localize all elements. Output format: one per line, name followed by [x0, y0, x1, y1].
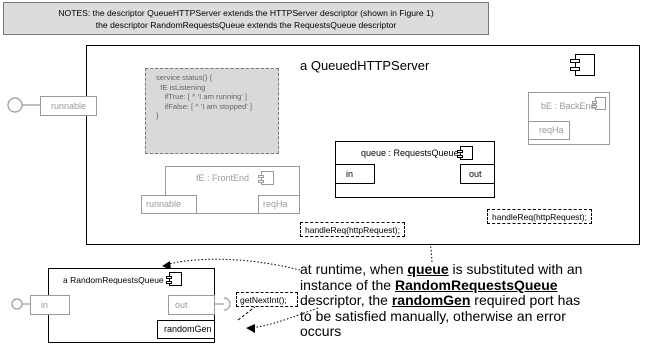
notes-box: NOTES: the descriptor QueueHTTPServer ex… [3, 2, 489, 35]
annotation-arrow-random [164, 258, 301, 271]
queue-out-port[interactable]: out [460, 164, 495, 184]
requests-queue-icon [457, 146, 473, 160]
code-line: fE isListening [156, 82, 206, 92]
annotation-line-5: occurs [300, 323, 342, 339]
annotation-arrowhead-randomgen [246, 324, 255, 333]
annotation-line-2: instance of the RandomRequestsQueue [300, 276, 558, 293]
randomgen-highlight: randomGen [391, 292, 471, 308]
queue-out-label: out [469, 169, 482, 179]
code-line: ifFalse: [ ^ 'I am stopped' ] [156, 101, 252, 111]
code-line: ifTrue: [ ^ 'I am running' ] [156, 92, 248, 102]
annotation-line-3: descriptor, the randomGen required port … [300, 292, 581, 308]
random-gen-port[interactable]: randomGen [157, 320, 215, 339]
get-next-int-label: getNextInt(); [240, 295, 287, 305]
random-requests-queue-label: a RandomRequestsQueue [63, 275, 164, 285]
rrq-highlight: RandomRequestsQueue [394, 276, 558, 293]
notes-line-2: the descriptor RandomRequestsQueue exten… [95, 20, 397, 30]
annotation-arrow-randomgen [249, 307, 319, 329]
backend-reqha-label: reqHa [539, 125, 564, 135]
runnable-port-outer-label: runnable [50, 101, 87, 111]
annotation-arrowhead-random [162, 261, 171, 270]
code-line: service status() { [156, 73, 213, 82]
random-out-label: out [175, 300, 188, 310]
runtime-annotation: at runtime, when queue is substituted wi… [300, 261, 650, 340]
frontend-component-icon [258, 171, 274, 185]
queue-in-label: in [346, 169, 354, 179]
annotation-line-4: to be satisfied manually, otherwise an e… [300, 307, 566, 324]
runnable-port-inner-label: runnable [146, 199, 182, 209]
runnable-port-outer[interactable]: runnable [40, 96, 97, 116]
random-queue-icon [166, 272, 182, 286]
queued-http-server-title: a QueuedHTTPServer [300, 58, 430, 73]
code-line: } [156, 111, 159, 121]
annotation-line-1: at runtime, when queue is substituted wi… [300, 261, 583, 277]
runnable-provided-interface [7, 97, 23, 113]
runnable-port-inner[interactable]: runnable [141, 195, 197, 214]
random-in-port[interactable]: in [30, 295, 70, 315]
handle-req-right-label: handleReq(httpRequest); [492, 212, 587, 222]
status-service-code: service status() { fE isListening ifTrue… [145, 68, 279, 154]
handle-req-note-right: handleReq(httpRequest); [487, 209, 592, 224]
random-in-interface [11, 298, 23, 310]
notes-line-1: NOTES: the descriptor QueueHTTPServer ex… [58, 8, 434, 18]
getnextint-link [237, 305, 257, 321]
get-next-int-note: getNextInt(); [236, 292, 298, 307]
requests-queue-label: queue : RequestsQueue [361, 148, 459, 158]
handle-req-left-label: handleReq(httpRequest); [305, 225, 400, 235]
random-out-port[interactable]: out [168, 295, 215, 315]
component-icon [570, 54, 595, 76]
random-gen-label: randomGen [164, 324, 212, 334]
backend-reqha-port[interactable]: reqHa [528, 121, 570, 140]
frontend-label: fE : FrontEnd [196, 173, 250, 183]
random-in-label: in [41, 300, 49, 310]
handle-req-note-left: handleReq(httpRequest); [300, 222, 405, 237]
backend-component-icon [592, 97, 606, 110]
backend-label: bE : BackEnd [541, 101, 596, 111]
frontend-reqha-port[interactable]: reqHa [258, 195, 300, 214]
queue-highlight: queue [407, 261, 449, 277]
queue-in-port[interactable]: in [335, 164, 375, 184]
frontend-reqha-label: reqHa [263, 199, 288, 209]
random-out-socket [223, 297, 231, 311]
